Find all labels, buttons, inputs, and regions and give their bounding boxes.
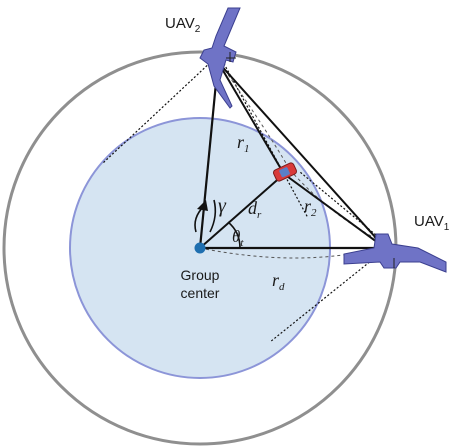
uav2-to-uav1-line: [217, 61, 386, 249]
target-vehicle-icon: [272, 162, 298, 182]
theta-label-subscript: t: [240, 237, 244, 249]
r1-dashed-arc: [217, 59, 291, 171]
r1-label: r1: [237, 132, 250, 155]
group-center-label-line2: center: [181, 285, 220, 301]
r2-dashed-arc: [289, 169, 383, 243]
center-to-target-line: [199, 173, 285, 249]
r2-label: r2: [304, 196, 317, 219]
theta-label: θt: [232, 227, 244, 249]
r1-label-subscript: 1: [244, 143, 250, 155]
uav2-to-target-line: [217, 61, 285, 175]
dr-label-subscript: r: [257, 209, 262, 221]
theta-angle-arc: [227, 221, 241, 249]
uav1-label: UAV1: [414, 213, 450, 233]
gamma-angle-arc: [209, 199, 217, 233]
target-to-uav1-line: [283, 173, 386, 249]
uav2-label-subscript: 2: [195, 24, 201, 35]
r2-label-subscript: 2: [311, 207, 317, 219]
dr-label: dr: [248, 198, 262, 221]
rd-label: rd: [272, 270, 285, 293]
gamma-arrowhead: [197, 200, 208, 211]
uav2-icon: [199, 7, 241, 109]
uav2-label: UAV2: [165, 15, 201, 35]
rd-label-subscript: d: [279, 281, 285, 293]
uav2-tangent-left: [102, 59, 214, 164]
group-center-dot: [194, 242, 206, 254]
group-center-label-line1: Group: [181, 267, 220, 283]
gamma-label: γ: [218, 195, 227, 217]
uav1-icon: [343, 233, 447, 273]
center-to-uav2-line: [198, 61, 220, 249]
uav1-label-subscript: 1: [444, 222, 450, 233]
